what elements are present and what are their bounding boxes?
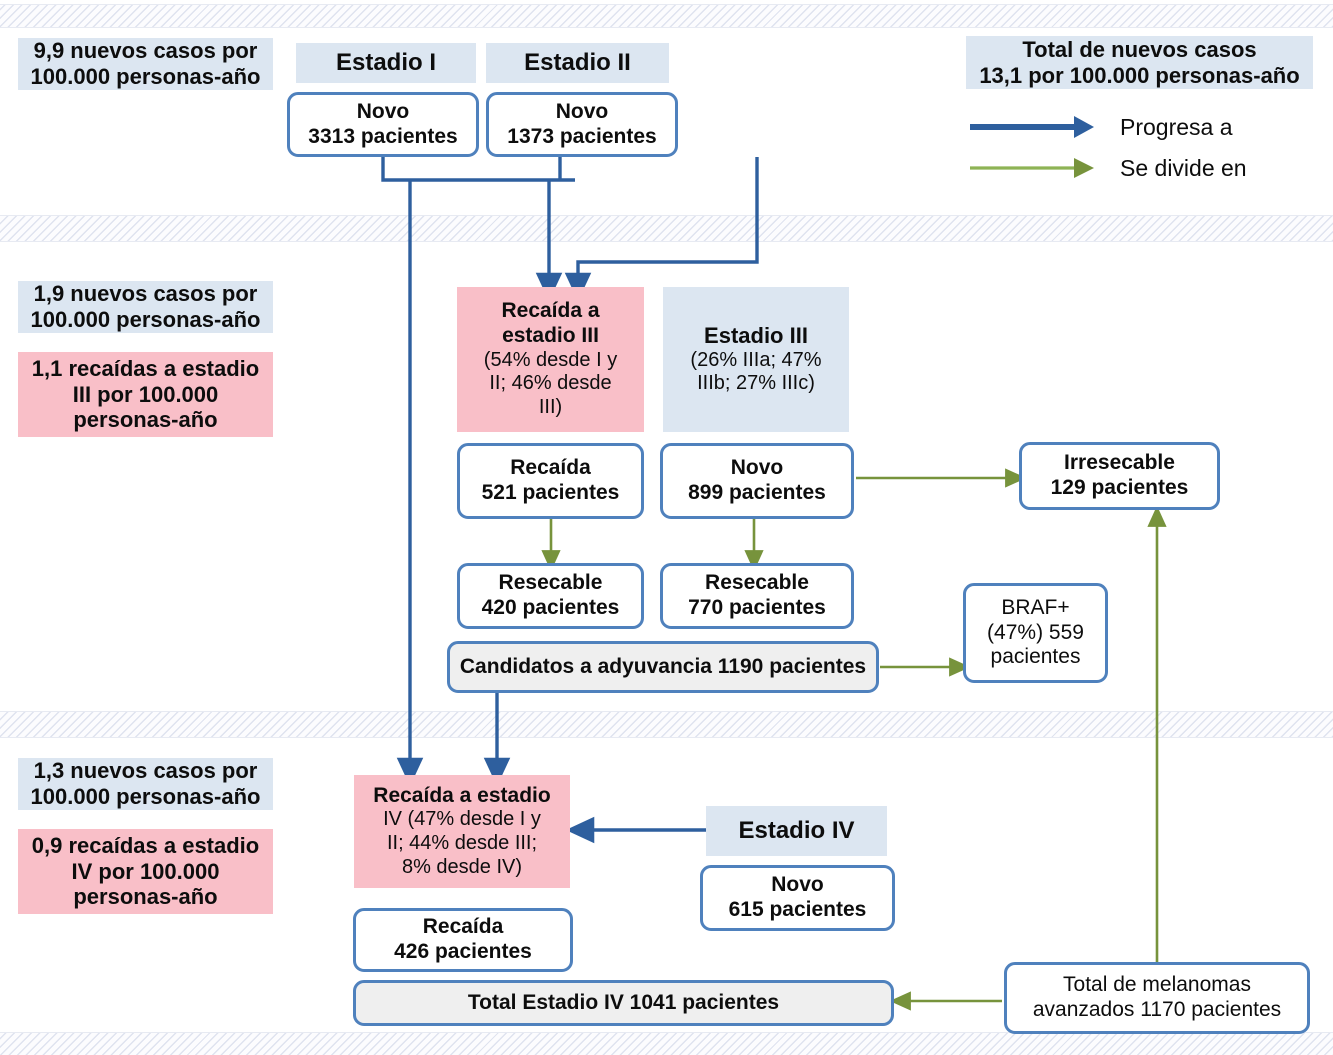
stage4-relapse-box-value: 426 pacientes (394, 940, 532, 963)
rate-relapse-band2-line2: III por 100.000 (72, 381, 219, 407)
resectable-right-box[interactable]: Resecable 770 pacientes (660, 563, 854, 629)
stage4-header: Estadio IV (706, 806, 887, 856)
advanced-melanoma-total-box[interactable]: Total de melanomas avanzados 1170 pacien… (1004, 962, 1310, 1034)
band-separator-top (0, 4, 1333, 28)
legend-item-se-divide: Se divide en (968, 153, 1247, 183)
rate-incidence-band3: 1,3 nuevos casos por 100.000 personas-añ… (18, 758, 273, 810)
resectable-right-value: 770 pacientes (688, 596, 826, 619)
resectable-left-box[interactable]: Resecable 420 pacientes (457, 563, 644, 629)
stage3-relapse-detail-line2: II; 46% desde (489, 372, 612, 395)
legend-item-progresa: Progresa a (968, 112, 1233, 142)
stage4-total-label: Total Estadio IV 1041 pacientes (467, 990, 780, 1014)
rate-relapse-band3-line3: personas-año (73, 884, 218, 910)
stage4-header-label: Estadio IV (738, 816, 855, 844)
stage3-relapse-box-label: Recaída (510, 456, 591, 480)
stage3-header-title: Estadio III (704, 322, 808, 348)
green-arrow-icon (970, 158, 1094, 178)
stage3-relapse-header: Recaída a estadio III (54% desde I y II;… (457, 287, 644, 432)
rate-incidence-band2: 1,9 nuevos casos por 100.000 personas-añ… (18, 281, 273, 333)
stage3-relapse-detail-line1: (54% desde I y (483, 348, 618, 371)
resectable-left-label: Resecable (498, 571, 603, 595)
stage2-header-label: Estadio II (524, 48, 631, 76)
legend-label-se-divide: Se divide en (1120, 154, 1247, 181)
stage4-novo-value: 615 pacientes (728, 898, 867, 921)
total-new-cases-value: 13,1 por 100.000 personas-año (979, 62, 1300, 88)
stage3-header: Estadio III (26% IIIa; 47% IIIb; 27% III… (663, 287, 849, 432)
stage3-relapse-detail-line3: III) (538, 396, 563, 419)
rate-incidence-band1-line2: 100.000 personas-año (30, 64, 261, 89)
band-separator-2 (0, 711, 1333, 738)
stage4-total-box[interactable]: Total Estadio IV 1041 pacientes (353, 980, 894, 1026)
stage4-novo-box[interactable]: Novo 615 pacientes (700, 865, 895, 931)
rate-relapse-band3-line1: 0,9 recaídas a estadio (31, 832, 260, 858)
adjuvant-candidates-box[interactable]: Candidatos a adyuvancia 1190 pacientes (447, 641, 879, 693)
rate-incidence-band3-line1: 1,3 nuevos casos por (33, 758, 258, 784)
stage4-relapse-title: Recaída a estadio (373, 783, 551, 807)
braf-positive-box[interactable]: BRAF+ (47%) 559 pacientes (963, 583, 1108, 683)
stage3-header-detail-line1: (26% IIIa; 47% (690, 348, 822, 371)
stage3-relapse-box[interactable]: Recaída 521 pacientes (457, 443, 644, 519)
irresectable-label: Irresecable (1064, 451, 1175, 475)
rate-relapse-band2-line3: personas-año (73, 407, 218, 433)
braf-line3: pacientes (990, 645, 1081, 669)
rate-relapse-band2: 1,1 recaídas a estadio III por 100.000 p… (18, 352, 273, 437)
adjuvant-candidates-label: Candidatos a adyuvancia 1190 pacientes (459, 654, 867, 678)
stage3-novo-box[interactable]: Novo 899 pacientes (660, 443, 854, 519)
resectable-left-value: 420 pacientes (481, 596, 620, 619)
stage1-header-label: Estadio I (335, 48, 437, 76)
stage4-novo-label: Novo (771, 873, 824, 897)
stage1-novo-box[interactable]: Novo 3313 pacientes (287, 92, 479, 157)
stage2-header: Estadio II (486, 43, 669, 83)
stage3-relapse-title-line2: estadio III (502, 324, 599, 348)
rate-incidence-band1: 9,9 nuevos casos por 100.000 personas-añ… (18, 38, 273, 90)
stage3-novo-box-value: 899 pacientes (688, 481, 826, 504)
stage3-novo-box-label: Novo (730, 456, 784, 480)
stage3-relapse-title-line1: Recaída a (501, 299, 600, 323)
stage4-relapse-detail-line3: 8% desde IV) (401, 855, 523, 878)
advanced-melanoma-line1: Total de melanomas (1063, 973, 1251, 997)
irresectable-value: 129 pacientes (1050, 476, 1189, 499)
stage3-relapse-box-value: 521 pacientes (481, 481, 620, 504)
rate-relapse-band2-line1: 1,1 recaídas a estadio (31, 355, 260, 381)
stage3-header-detail-line2: IIIb; 27% IIIc) (697, 372, 815, 395)
stage4-relapse-header: Recaída a estadio IV (47% desde I y II; … (354, 775, 570, 888)
stage1-novo-label: Novo (356, 99, 410, 123)
braf-line1: BRAF+ (1001, 595, 1070, 619)
total-new-cases-title: Total de nuevos casos (1022, 36, 1257, 62)
rate-incidence-band2-line2: 100.000 personas-año (30, 307, 261, 332)
irresectable-box[interactable]: Irresecable 129 pacientes (1019, 442, 1220, 510)
resectable-right-label: Resecable (705, 571, 809, 595)
braf-line2: (47%) 559 (987, 620, 1084, 644)
stage1-novo-value: 3313 pacientes (308, 124, 458, 148)
stage4-relapse-detail-line2: II; 44% desde III; (386, 832, 538, 855)
stage2-novo-value: 1373 pacientes (507, 124, 657, 148)
rate-incidence-band2-line1: 1,9 nuevos casos por (33, 281, 258, 307)
rate-incidence-band1-line1: 9,9 nuevos casos por (33, 38, 258, 64)
total-new-cases-callout: Total de nuevos casos 13,1 por 100.000 p… (966, 36, 1313, 89)
stage2-novo-box[interactable]: Novo 1373 pacientes (486, 92, 678, 157)
stage4-relapse-box-label: Recaída (422, 915, 504, 939)
band-separator-1 (0, 215, 1333, 242)
stage1-header: Estadio I (296, 43, 476, 83)
advanced-melanoma-line2: avanzados 1170 pacientes (1032, 998, 1282, 1021)
legend-label-progresa: Progresa a (1120, 113, 1233, 140)
stage2-novo-label: Novo (555, 99, 609, 123)
rate-relapse-band3: 0,9 recaídas a estadio IV por 100.000 pe… (18, 829, 273, 914)
band-separator-bottom (0, 1032, 1333, 1055)
rate-incidence-band3-line2: 100.000 personas-año (30, 784, 261, 809)
blue-arrow-icon (970, 116, 1094, 138)
rate-relapse-band3-line2: IV por 100.000 (71, 858, 220, 884)
stage4-relapse-box[interactable]: Recaída 426 pacientes (353, 908, 573, 972)
stage4-relapse-detail-line1: IV (47% desde I y (383, 808, 541, 831)
